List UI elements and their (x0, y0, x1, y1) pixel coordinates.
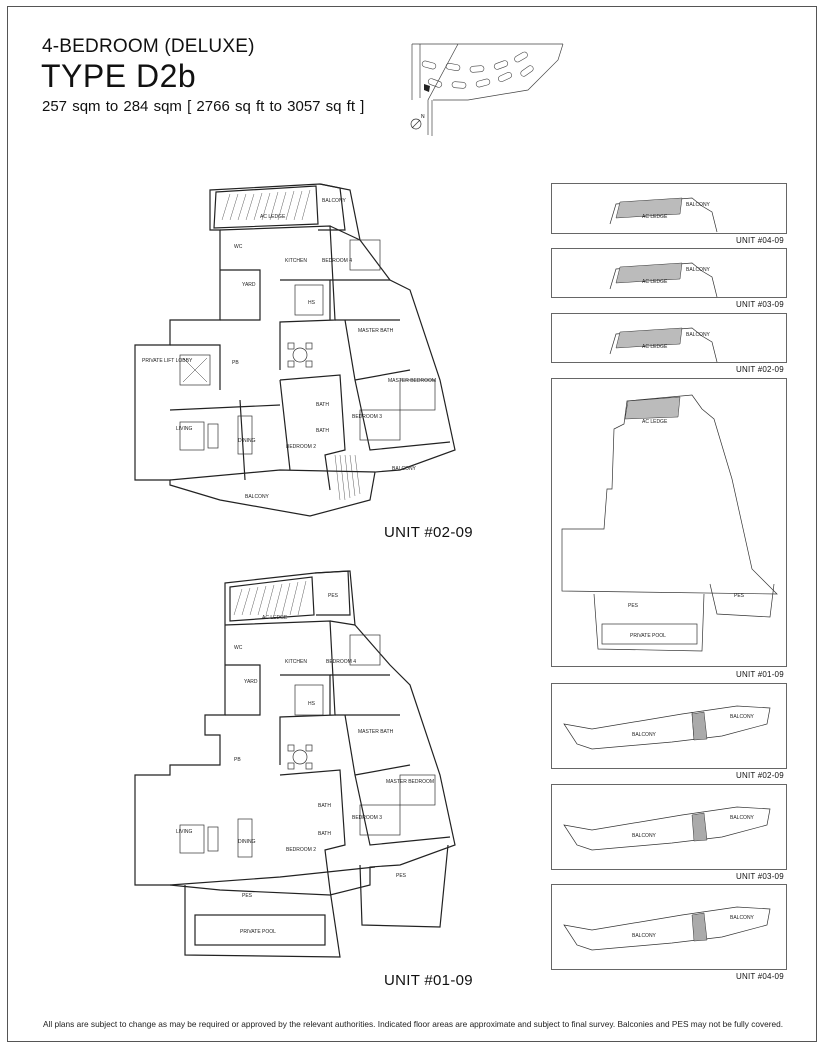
thumbnail-label: UNIT #02-09 (736, 771, 784, 780)
thumbnail-label: UNIT #04-09 (736, 236, 784, 245)
room-label: BALCONY (322, 198, 347, 204)
floor-plan-01-09: AC LEDGE PES KITCHEN BEDROOM 4 WC YARD H… (134, 570, 456, 958)
unit-type-title: TYPE D2b (41, 58, 197, 94)
thumbnail-04-09-bottom: BALCONY BALCONY (551, 884, 787, 970)
thumb-text: PRIVATE POOL (630, 633, 666, 639)
thumb-text: BALCONY (632, 732, 657, 738)
room-label: AC LEDGE (260, 214, 286, 220)
unit-size-range: 257 sqm to 284 sqm [ 2766 sq ft to 3057 … (42, 98, 365, 115)
thumb-text: BALCONY (632, 833, 657, 839)
room-label: PRIVATE POOL (240, 929, 276, 935)
disclaimer: All plans are subject to change as may b… (42, 1019, 784, 1029)
room-label: YARD (244, 679, 258, 685)
room-label: MASTER BEDROOM (386, 779, 434, 785)
thumbnail-02-09-top: AC LEDGE BALCONY (551, 313, 787, 363)
thumbnail-03-09-bottom: BALCONY BALCONY (551, 784, 787, 870)
room-label: HS (308, 701, 316, 707)
room-label: WC (234, 244, 243, 250)
room-label: BEDROOM 4 (326, 659, 356, 665)
room-label: BATH (318, 803, 331, 809)
room-label: BEDROOM 2 (286, 847, 316, 853)
thumb-text: BALCONY (686, 332, 711, 338)
unit-category-heading: 4-BEDROOM (DELUXE) (42, 36, 255, 57)
page-frame (7, 6, 817, 1042)
room-label: PES (328, 593, 339, 599)
thumb-text: AC LEDGE (642, 344, 668, 350)
room-label: WC (234, 645, 243, 651)
room-label: BEDROOM 4 (322, 258, 352, 264)
plan-caption-02-09: UNIT #02-09 (384, 524, 473, 541)
thumb-text: PES (734, 593, 745, 599)
room-label: BEDROOM 3 (352, 815, 382, 821)
room-label: DINING (238, 839, 256, 845)
room-label: KITCHEN (285, 258, 307, 264)
room-label: BALCONY (245, 494, 270, 500)
thumb-text: BALCONY (730, 714, 755, 720)
room-label: BATH (316, 428, 329, 434)
thumb-text: AC LEDGE (642, 214, 668, 220)
room-label: PES (396, 873, 407, 879)
thumbnail-label: UNIT #04-09 (736, 972, 784, 981)
room-label: PRIVATE LIFT LOBBY (142, 358, 193, 364)
room-label: LIVING (176, 829, 193, 835)
thumb-text: BALCONY (632, 933, 657, 939)
room-label: MASTER BATH (358, 729, 394, 735)
floor-plan-02-09: AC LEDGE BALCONY KITCHEN BEDROOM 4 WC YA… (134, 183, 456, 517)
thumbnail-label: UNIT #03-09 (736, 872, 784, 881)
key-plan: N (410, 43, 564, 136)
room-label: PB (234, 757, 241, 763)
room-label: MASTER BEDROOM (388, 378, 436, 384)
room-label: BEDROOM 2 (286, 444, 316, 450)
thumbnail-label: UNIT #01-09 (736, 670, 784, 679)
thumbnail-04-09-top: AC LEDGE BALCONY (551, 183, 787, 234)
thumbnail-01-09: AC LEDGE PES PES PRIVATE POOL (551, 378, 787, 667)
svg-text:N: N (421, 114, 425, 120)
room-label: BATH (316, 402, 329, 408)
thumb-text: BALCONY (730, 915, 755, 921)
thumb-text: BALCONY (686, 267, 711, 273)
thumb-text: AC LEDGE (642, 279, 668, 285)
thumb-text: PES (628, 603, 639, 609)
thumbnail-03-09-top: AC LEDGE BALCONY (551, 248, 787, 298)
thumb-text: BALCONY (730, 815, 755, 821)
room-label: PES (242, 893, 253, 899)
room-label: LIVING (176, 426, 193, 432)
plan-caption-01-09: UNIT #01-09 (384, 972, 473, 989)
room-label: YARD (242, 282, 256, 288)
room-label: HS (308, 300, 316, 306)
thumbnail-label: UNIT #03-09 (736, 300, 784, 309)
room-label: KITCHEN (285, 659, 307, 665)
room-label: DINING (238, 438, 256, 444)
room-label: PB (232, 360, 239, 366)
thumbnail-02-09-bottom: BALCONY BALCONY (551, 683, 787, 769)
room-label: BALCONY (392, 466, 417, 472)
thumb-text: BALCONY (686, 202, 711, 208)
thumb-text: AC LEDGE (642, 419, 668, 425)
room-label: BATH (318, 831, 331, 837)
room-label: MASTER BATH (358, 328, 394, 334)
room-label: AC LEDGE (262, 615, 288, 621)
thumbnail-label: UNIT #02-09 (736, 365, 784, 374)
room-label: BEDROOM 3 (352, 414, 382, 420)
